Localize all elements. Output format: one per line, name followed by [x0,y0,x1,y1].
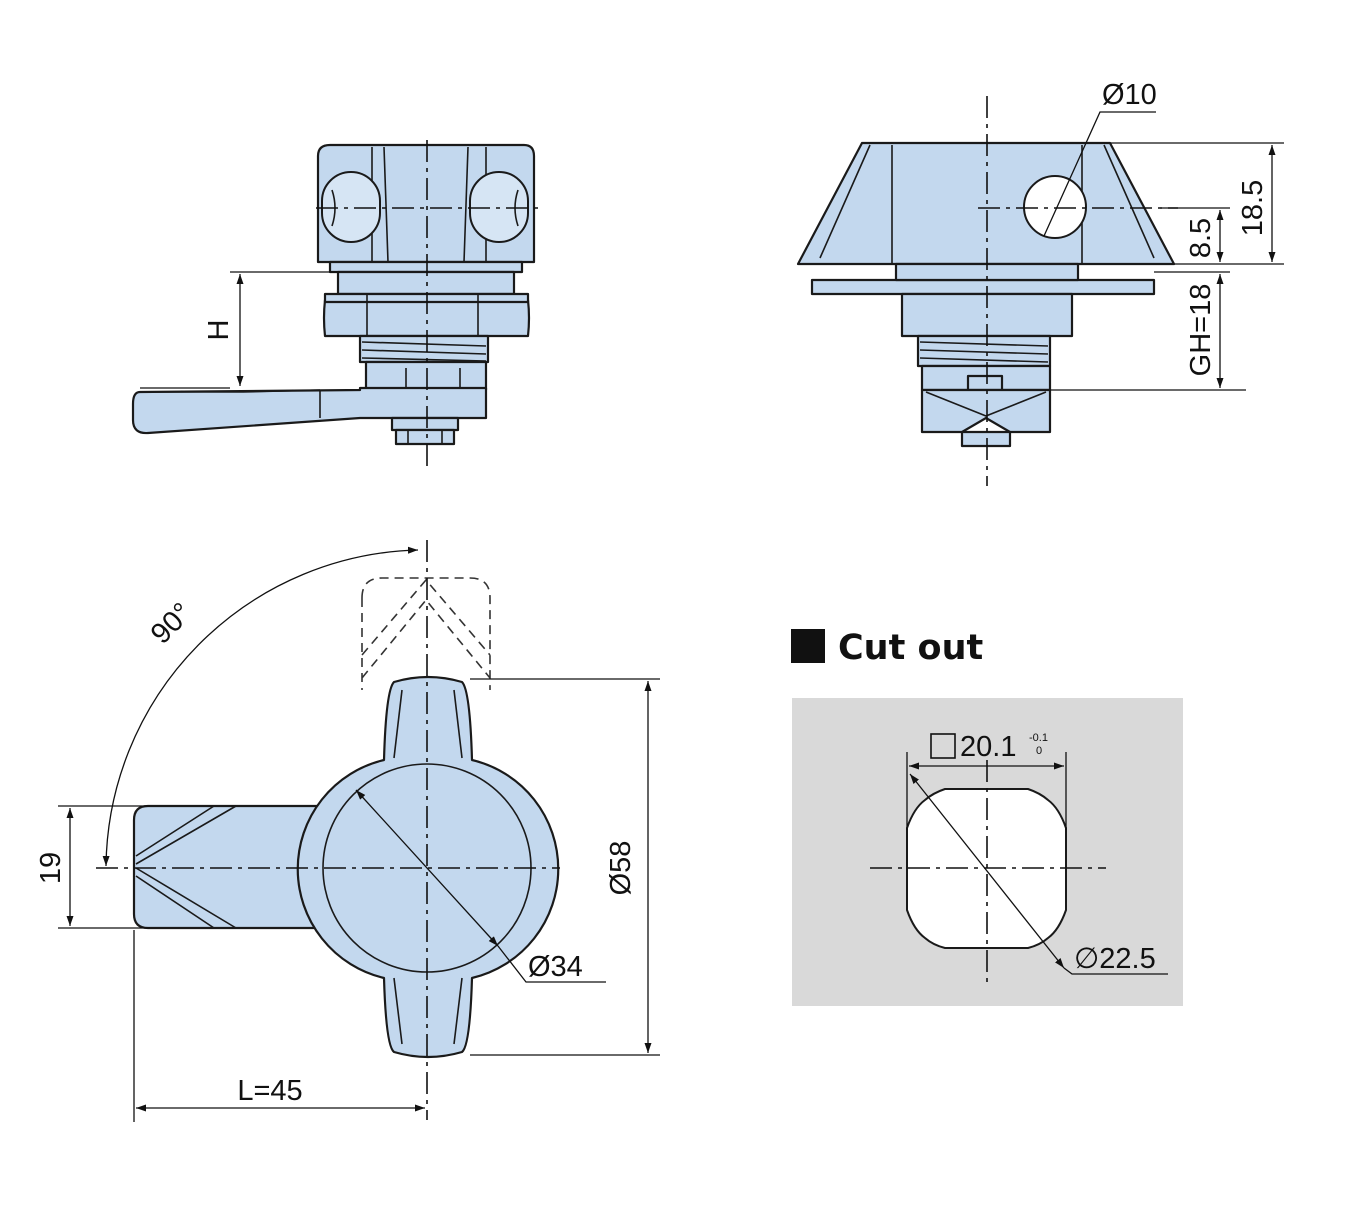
dim-gh18-label: GH=18 [1185,284,1217,377]
cutout-diameter-dim: ∅22.5 [1074,943,1156,975]
cutout-title-marker [791,629,825,663]
dim-dia34-label: Ø34 [528,951,583,983]
dim-dia10-label: Ø10 [1102,79,1157,111]
cutout-tol-lower: 0 [1036,745,1042,757]
ghost-position [361,577,491,690]
dim-90-label: 90° [145,597,199,651]
side-view: Ø10 18.5 8.5 GH=18 [796,79,1284,486]
dim-19-label: 19 [35,852,67,884]
grip-recess-right [469,171,529,243]
grip-recess-left [321,171,381,243]
dim-h-label: H [203,320,235,341]
t-grip [296,675,560,1059]
dim-8-5-label: 8.5 [1185,218,1217,258]
cutout-tol-upper: -0.1 [1029,732,1048,744]
cutout-title: Cut out [838,628,983,668]
front-view: H [131,140,538,466]
square-symbol [930,733,956,759]
cutout-square-dim: 20.1 [960,731,1016,763]
dim-dia58-label: Ø58 [605,841,637,896]
cutout-section: Cut out 20.1 -0.1 0 ∅22.5 [791,628,1183,1006]
dim-l45-label: L=45 [237,1075,302,1107]
cross-hole [1023,175,1087,239]
top-view: 90° 19 Ø58 Ø34 L=45 [35,540,660,1122]
dim-18-5-label: 18.5 [1237,180,1269,236]
